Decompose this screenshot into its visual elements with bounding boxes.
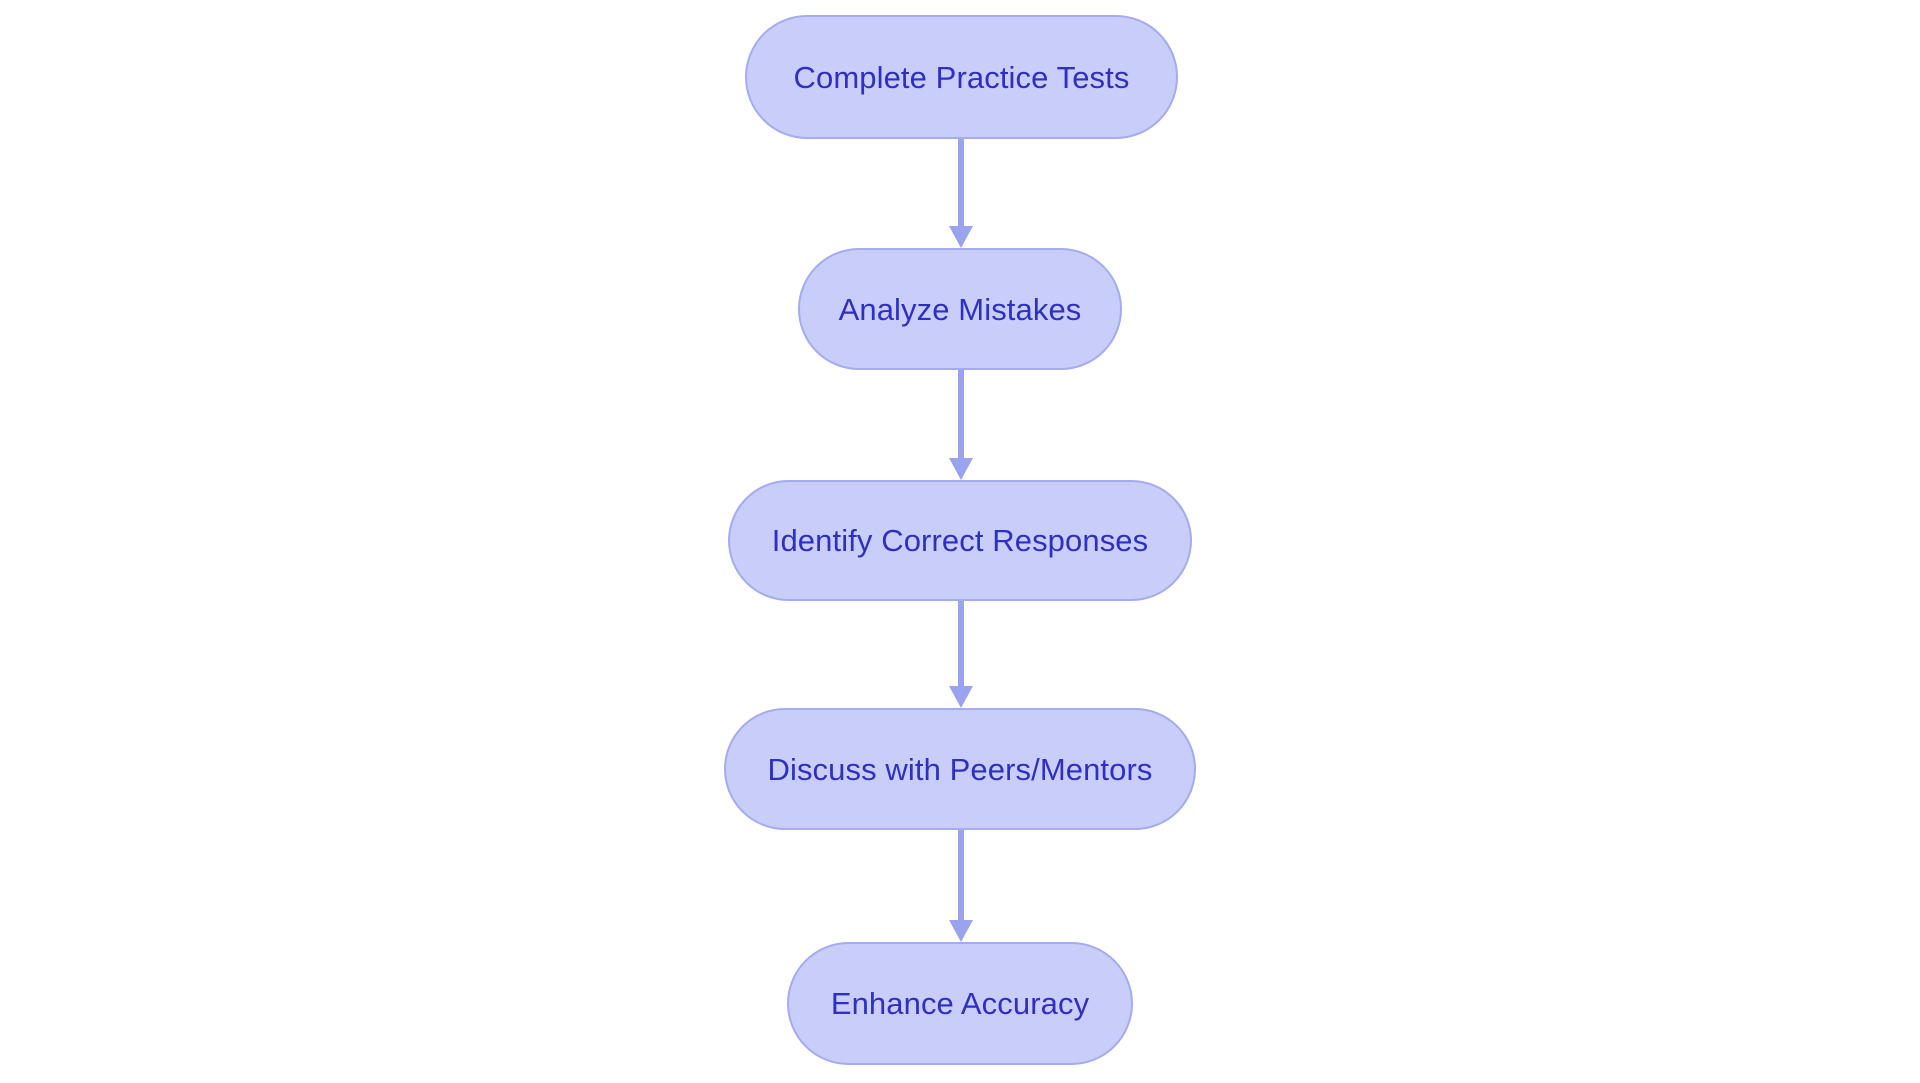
flow-edge-discuss-with-peers-mentors-to-enhance-accuracy bbox=[949, 830, 973, 942]
flow-edge-identify-correct-responses-to-discuss-with-peers-mentors bbox=[949, 601, 973, 708]
flow-node-label: Enhance Accuracy bbox=[830, 986, 1090, 1021]
flow-node-complete-practice-tests[interactable]: Complete Practice Tests bbox=[745, 15, 1178, 139]
down-arrow-icon bbox=[949, 686, 973, 708]
down-arrow-icon bbox=[949, 226, 973, 248]
down-arrow-icon bbox=[949, 920, 973, 942]
flow-edge-analyze-mistakes-to-identify-correct-responses bbox=[949, 370, 973, 480]
flow-node-label: Analyze Mistakes bbox=[838, 291, 1082, 327]
flow-node-label: Discuss with Peers/Mentors bbox=[767, 751, 1153, 787]
edge-line bbox=[958, 139, 964, 226]
flow-node-enhance-accuracy[interactable]: Enhance Accuracy bbox=[787, 942, 1133, 1065]
flow-node-discuss-with-peers-mentors[interactable]: Discuss with Peers/Mentors bbox=[724, 708, 1196, 830]
flow-node-label: Complete Practice Tests bbox=[793, 59, 1130, 95]
edge-line bbox=[958, 830, 964, 920]
edge-line bbox=[958, 601, 964, 686]
down-arrow-icon bbox=[949, 458, 973, 480]
flow-node-label: Identify Correct Responses bbox=[771, 523, 1149, 558]
edge-line bbox=[958, 370, 964, 458]
flow-edge-complete-practice-tests-to-analyze-mistakes bbox=[949, 139, 973, 248]
flow-node-identify-correct-responses[interactable]: Identify Correct Responses bbox=[728, 480, 1192, 601]
flow-node-analyze-mistakes[interactable]: Analyze Mistakes bbox=[798, 248, 1122, 370]
